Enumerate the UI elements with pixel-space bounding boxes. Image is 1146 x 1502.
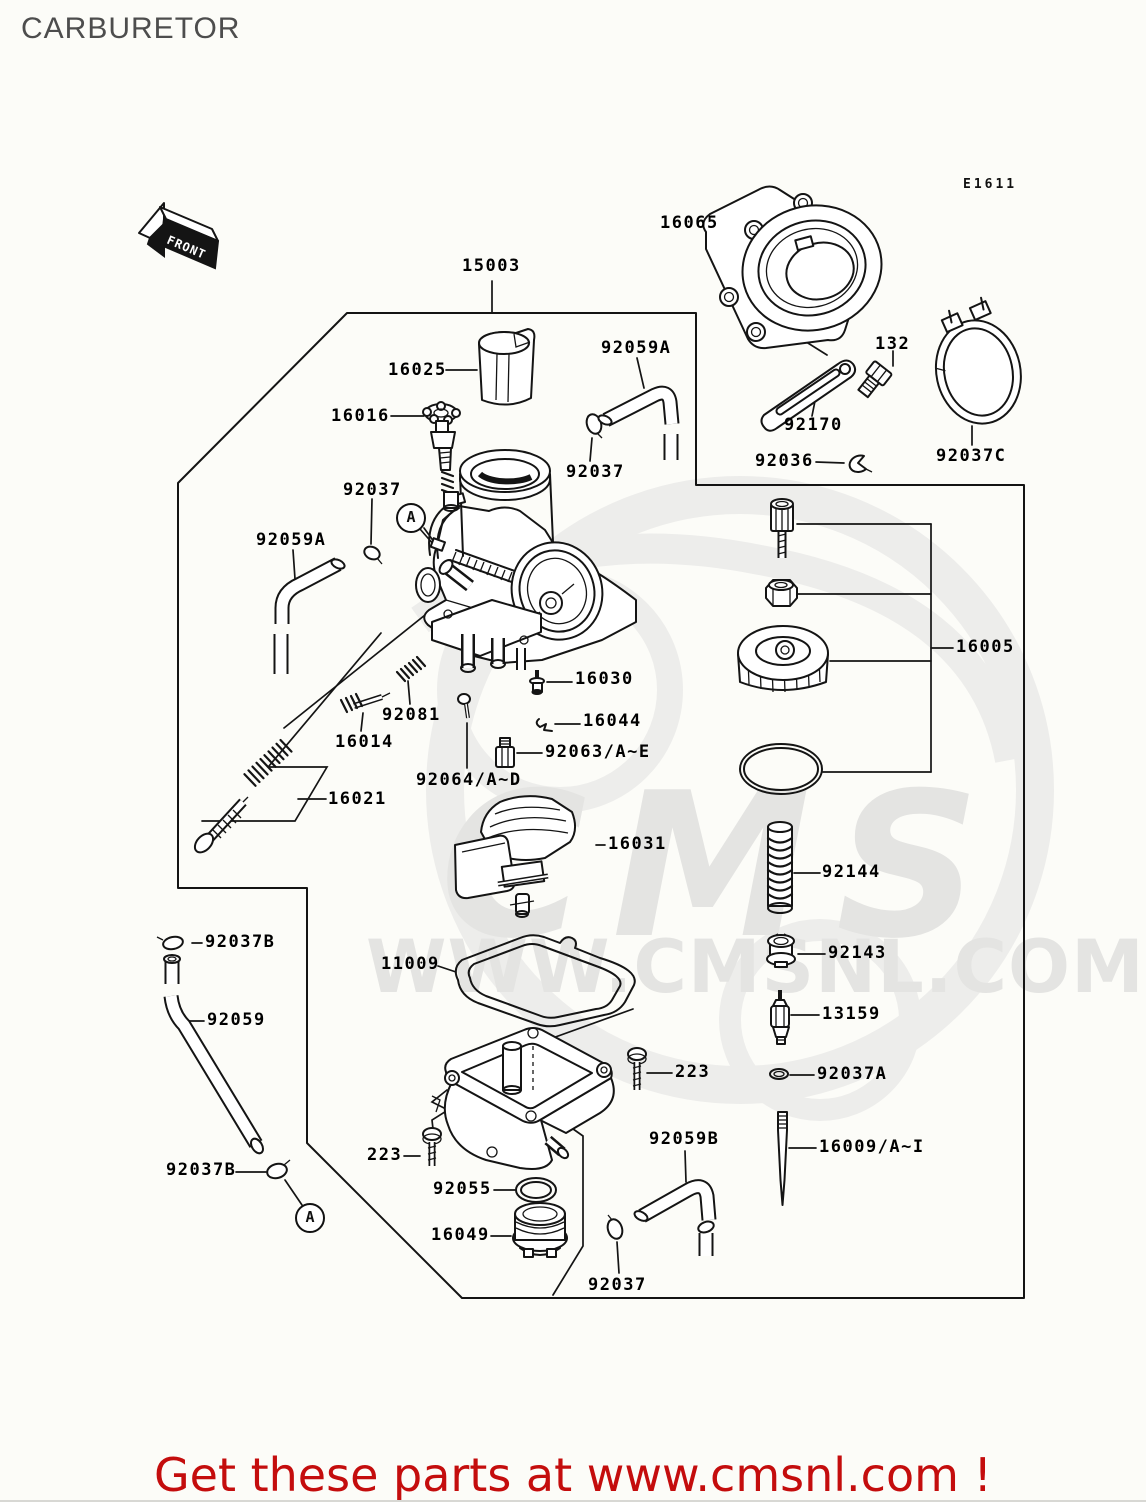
clamp-92037C-drawing bbox=[934, 296, 1022, 425]
part-label-92037-3[interactable]: 92037 bbox=[588, 1275, 647, 1295]
part-label-92059A-2[interactable]: 92059A bbox=[256, 530, 327, 550]
part-label-132[interactable]: 132 bbox=[875, 334, 911, 354]
part-label-92081[interactable]: 92081 bbox=[382, 705, 441, 725]
carburetor-body-drawing bbox=[415, 449, 637, 673]
callout-A-2: A bbox=[295, 1203, 325, 1233]
screw-16005-drawing bbox=[770, 498, 794, 558]
part-label-92037A[interactable]: 92037A bbox=[817, 1064, 888, 1084]
part-label-92037-2[interactable]: 92037 bbox=[343, 480, 402, 500]
part-label-16005[interactable]: 16005 bbox=[956, 637, 1015, 657]
jet-92063-drawing bbox=[495, 737, 515, 768]
part-label-92037B-2[interactable]: 92037B bbox=[166, 1160, 237, 1180]
part-label-16030[interactable]: 16030 bbox=[575, 669, 634, 689]
oring-92055-drawing bbox=[515, 1177, 557, 1203]
plug-16049-drawing bbox=[512, 1202, 568, 1258]
page-title: CARBURETOR bbox=[21, 12, 241, 45]
hose-92059-drawing bbox=[163, 954, 264, 1155]
part-label-16021[interactable]: 16021 bbox=[328, 789, 387, 809]
screw-223-left-drawing bbox=[422, 1127, 442, 1166]
float-16031-drawing bbox=[454, 795, 576, 918]
diagram-code: E1611 bbox=[963, 177, 1018, 192]
part-label-16044[interactable]: 16044 bbox=[583, 711, 642, 731]
nut-16005-drawing bbox=[765, 579, 798, 607]
front-arrow-icon: FRONT bbox=[138, 202, 220, 270]
hose-92059B-drawing bbox=[633, 1179, 717, 1256]
clip-92037-left-drawing bbox=[363, 545, 383, 565]
spring-92081-drawing bbox=[395, 655, 427, 683]
bolt-132-drawing bbox=[857, 360, 893, 399]
part-label-16049[interactable]: 16049 bbox=[431, 1225, 490, 1245]
clip-16044-drawing bbox=[535, 718, 553, 732]
part-label-92059A-1[interactable]: 92059A bbox=[601, 338, 672, 358]
clip-92037-bottom-drawing bbox=[606, 1214, 624, 1240]
part-label-92037-1[interactable]: 92037 bbox=[566, 462, 625, 482]
part-label-92170[interactable]: 92170 bbox=[784, 415, 843, 435]
part-label-92037C[interactable]: 92037C bbox=[936, 446, 1007, 466]
screw-223-right-drawing bbox=[627, 1047, 647, 1090]
watermark-url: WWW.CMSNL.COM bbox=[366, 925, 1145, 1010]
part-label-16031[interactable]: 16031 bbox=[608, 834, 667, 854]
cap-16005-drawing bbox=[737, 625, 829, 693]
part-label-92037B-1[interactable]: 92037B bbox=[205, 932, 276, 952]
part-label-223-1[interactable]: 223 bbox=[675, 1062, 711, 1082]
float-bowl-drawing bbox=[431, 1027, 615, 1170]
part-label-92143[interactable]: 92143 bbox=[828, 943, 887, 963]
part-label-223-2[interactable]: 223 bbox=[367, 1145, 403, 1165]
valve-13159-drawing bbox=[770, 990, 790, 1045]
spring-92144-drawing bbox=[766, 821, 794, 914]
part-label-16009[interactable]: 16009/A~I bbox=[819, 1137, 925, 1157]
screw-92064-drawing bbox=[457, 693, 471, 719]
adjuster-16016-drawing bbox=[422, 401, 461, 512]
part-label-92059B[interactable]: 92059B bbox=[649, 1129, 720, 1149]
part-label-92064[interactable]: 92064/A~D bbox=[416, 770, 522, 790]
gasket-11009-drawing bbox=[454, 934, 636, 1028]
part-label-11009[interactable]: 11009 bbox=[381, 954, 440, 974]
strap-92170-drawing bbox=[760, 359, 857, 432]
part-label-92036[interactable]: 92036 bbox=[755, 451, 814, 471]
spring-screw-16021-drawing bbox=[193, 738, 293, 854]
part-label-15003[interactable]: 15003 bbox=[462, 256, 521, 276]
part-label-92144[interactable]: 92144 bbox=[822, 862, 881, 882]
intake-manifold-drawing bbox=[702, 185, 883, 350]
needle-16009-drawing bbox=[777, 1111, 788, 1206]
clip-92037B-top-drawing bbox=[156, 935, 184, 951]
oring-92037A-drawing bbox=[769, 1068, 789, 1080]
part-label-92063[interactable]: 92063/A~E bbox=[545, 742, 651, 762]
throttle-slide-16025-drawing bbox=[478, 328, 536, 406]
part-label-16014[interactable]: 16014 bbox=[335, 732, 394, 752]
hose-92059A-right-drawing bbox=[597, 385, 680, 460]
callout-A-1: A bbox=[396, 503, 426, 533]
hose-92059A-left-drawing bbox=[273, 557, 346, 674]
part-label-92055[interactable]: 92055 bbox=[433, 1179, 492, 1199]
clip-92036-drawing bbox=[848, 454, 873, 473]
part-label-16016[interactable]: 16016 bbox=[331, 406, 390, 426]
part-label-92059[interactable]: 92059 bbox=[207, 1010, 266, 1030]
part-label-13159[interactable]: 13159 bbox=[822, 1004, 881, 1024]
oring-16005-drawing bbox=[739, 743, 823, 795]
holder-92143-drawing bbox=[766, 933, 796, 968]
screw-16014-drawing bbox=[339, 692, 391, 714]
footer-cta-link[interactable]: Get these parts at www.cmsnl.com ! bbox=[154, 1448, 992, 1502]
jet-16030-drawing bbox=[529, 670, 545, 695]
group-box-outline bbox=[177, 312, 1025, 1299]
part-label-16025[interactable]: 16025 bbox=[388, 360, 447, 380]
part-label-16065[interactable]: 16065 bbox=[660, 213, 719, 233]
clip-92037B-bottom-drawing bbox=[266, 1159, 291, 1180]
